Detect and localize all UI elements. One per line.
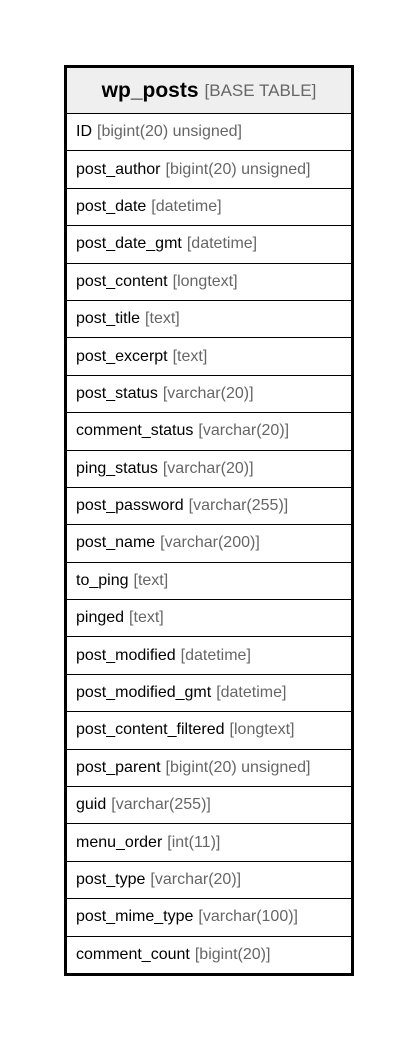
column-row: post_date[datetime] xyxy=(67,189,351,227)
column-row: post_content_filtered[longtext] xyxy=(67,712,351,750)
column-row: pinged[text] xyxy=(67,600,351,638)
column-name: post_date xyxy=(76,197,147,215)
column-name: comment_count xyxy=(76,945,190,963)
column-type: [int(11)] xyxy=(167,833,221,851)
column-row: post_modified_gmt[datetime] xyxy=(67,675,351,713)
column-row: post_password[varchar(255)] xyxy=(67,488,351,526)
column-type: [bigint(20) unsigned] xyxy=(97,123,242,141)
table-name: wp_posts xyxy=(101,78,199,102)
column-name: post_content_filtered xyxy=(76,721,225,739)
column-row: to_ping[text] xyxy=(67,563,351,601)
column-row: post_name[varchar(200)] xyxy=(67,525,351,563)
column-name: post_mime_type xyxy=(76,908,194,926)
column-row: post_date_gmt[datetime] xyxy=(67,226,351,264)
column-name: ping_status xyxy=(76,459,158,477)
column-type: [text] xyxy=(133,571,169,589)
column-row: ID [bigint(20) unsigned] xyxy=(67,114,351,152)
column-name: post_password xyxy=(76,497,184,515)
column-name: comment_status xyxy=(76,422,194,440)
column-name: post_modified_gmt xyxy=(76,684,212,702)
column-type: [varchar(255)] xyxy=(188,497,289,515)
column-type: [varchar(100)] xyxy=(198,908,298,926)
column-row: post_parent[bigint(20) unsigned] xyxy=(67,750,351,788)
column-name: guid xyxy=(76,796,107,814)
column-row: ping_status[varchar(20)] xyxy=(67,451,351,488)
column-type: [text] xyxy=(129,609,164,627)
column-type: [longtext] xyxy=(229,721,295,739)
table-entity: wp_posts [BASE TABLE] ID [bigint(20) unsi… xyxy=(64,65,354,976)
column-list: ID[bigint(20) unsigned] post_author[bigi… xyxy=(67,114,351,973)
column-row: comment_status[varchar(20)] xyxy=(67,413,351,451)
column-name: post_excerpt xyxy=(76,347,168,365)
column-type: [longtext] xyxy=(172,272,238,290)
table-header: wp_posts [BASE TABLE] xyxy=(67,68,351,114)
column-type: [datetime] xyxy=(180,646,251,664)
column-row: post_type[varchar(20)] xyxy=(67,862,351,900)
column-type: [datetime] xyxy=(151,197,222,215)
column-name: post_name xyxy=(76,534,156,552)
column-name: ID xyxy=(76,123,92,141)
table-type: [BASE TABLE] xyxy=(204,80,317,100)
column-type: [text] xyxy=(145,310,180,328)
column-row: post_status[varchar(20)] xyxy=(67,376,351,414)
column-type: [varchar(20)] xyxy=(198,422,290,440)
column-name: post_type xyxy=(76,871,146,888)
column-name: menu_order xyxy=(76,833,163,851)
column-row: guid[varchar(255)] xyxy=(67,787,351,825)
column-row: post_mime_type[varchar(100)] xyxy=(67,899,351,937)
column-name: to_ping xyxy=(76,571,129,589)
column-name: post_author xyxy=(76,160,161,178)
column-type: [datetime] xyxy=(216,684,287,702)
column-name: post_modified xyxy=(76,646,176,664)
column-name: post_status xyxy=(76,384,158,402)
column-type: [varchar(255)] xyxy=(111,796,211,814)
column-row: post_modified[datetime] xyxy=(67,637,351,675)
column-type: [bigint(20) unsigned] xyxy=(165,160,311,178)
column-type: [varchar(20)] xyxy=(162,384,254,402)
column-type: [datetime] xyxy=(186,235,258,253)
column-type: [bigint(20)] xyxy=(194,945,271,963)
column-type: [text] xyxy=(172,347,208,365)
column-row: post_author[bigint(20) unsigned] xyxy=(67,151,351,189)
column-row: post_excerpt[text] xyxy=(67,338,351,376)
column-name: pinged xyxy=(76,609,125,627)
column-type: [bigint(20) unsigned] xyxy=(165,758,311,776)
column-name: post_content xyxy=(76,272,168,290)
column-type: [varchar(200)] xyxy=(160,534,260,552)
column-type: [varchar(20)] xyxy=(150,871,242,888)
column-type: [varchar(20)] xyxy=(162,459,254,477)
column-row: comment_count[bigint(20)] xyxy=(67,937,351,973)
column-name: post_parent xyxy=(76,758,161,776)
column-row: post_content[longtext] xyxy=(67,264,351,301)
column-name: post_title xyxy=(76,310,141,328)
column-row: post_title[text] xyxy=(67,301,351,339)
column-row: menu_order[int(11)] xyxy=(67,824,351,862)
column-name: post_date_gmt xyxy=(76,235,182,253)
